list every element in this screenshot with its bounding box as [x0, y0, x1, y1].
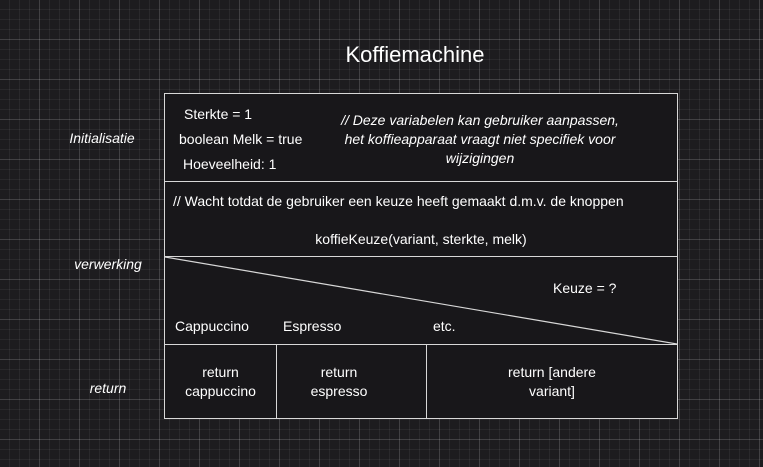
return-label: return — [202, 364, 239, 380]
decision-option-etc: etc. — [433, 318, 456, 334]
section-label-verwerking: verwerking — [74, 256, 142, 272]
init-comment-line-1: // Deze variabelen kan gebruiker aanpass… — [341, 112, 619, 128]
return-cell-other: return [andere variant] — [426, 344, 678, 419]
return-label: return [andere — [508, 364, 596, 380]
decision-diagonal — [165, 257, 677, 344]
process-call: koffieKeuze(variant, sterkte, melk) — [315, 231, 527, 247]
decision-option-espresso: Espresso — [283, 318, 342, 334]
init-block: Sterkte = 1 boolean Melk = true Hoeveelh… — [164, 93, 678, 182]
var-hoeveelheid: Hoeveelheid: 1 — [183, 156, 277, 172]
return-label: return — [320, 364, 358, 380]
return-value: variant] — [529, 383, 575, 399]
decision-condition: Keuze = ? — [553, 280, 617, 296]
section-label-initialisatie: Initialisatie — [69, 130, 135, 146]
process-comment: // Wacht totdat de gebruiker een keuze h… — [173, 193, 624, 209]
return-value: cappuccino — [185, 383, 256, 399]
return-cell-espresso: return espresso — [276, 344, 427, 419]
decision-block: Keuze = ? Cappuccino Espresso etc. — [164, 256, 678, 345]
var-melk: boolean Melk = true — [179, 131, 303, 147]
diagram-title: Koffiemachine — [345, 42, 485, 67]
return-value: espresso — [310, 383, 368, 399]
init-comment-line-3: wijzigingen — [445, 150, 515, 166]
section-label-return: return — [89, 380, 127, 396]
return-cell-cappuccino: return cappuccino — [164, 344, 277, 419]
process-block: // Wacht totdat de gebruiker een keuze h… — [164, 181, 678, 257]
var-sterkte: Sterkte = 1 — [184, 106, 253, 122]
decision-option-cappuccino: Cappuccino — [175, 318, 249, 334]
init-comment-line-2: het koffieapparaat vraagt niet specifiek… — [344, 131, 616, 147]
